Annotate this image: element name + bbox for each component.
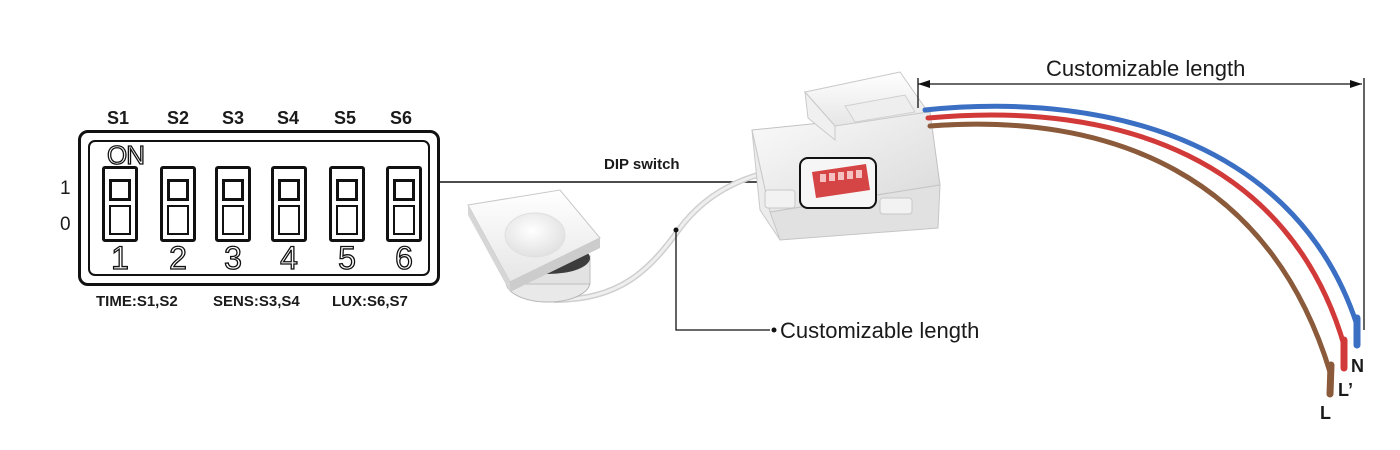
switch-header-s2: S2 [166, 108, 190, 128]
dip-switch-inner-frame [88, 140, 430, 276]
switch-slot [167, 205, 189, 235]
dip-switch-caption: DIP switch [604, 156, 680, 173]
wire-label-n: N [1351, 356, 1364, 376]
legend-time: TIME:S1,S2 [96, 293, 178, 310]
switch-number-2: 2 [168, 239, 187, 276]
wire-length-caption: Customizable length [1046, 56, 1246, 81]
dip-switch-1[interactable] [102, 166, 138, 242]
switch-slot [393, 205, 415, 235]
switch-slot [109, 205, 131, 235]
row-label-off: 0 [60, 214, 71, 235]
cable-length-caption: Customizable length [780, 318, 980, 343]
legend-lux: LUX:S6,S7 [332, 293, 408, 310]
cable-length-leader [675, 228, 770, 331]
switch-number-1: 1 [110, 239, 129, 276]
switch-header-s3: S3 [221, 108, 245, 128]
switch-slot [222, 205, 244, 235]
dip-switch-panel [78, 130, 440, 286]
dip-switch-3[interactable] [215, 166, 251, 242]
switch-knob [336, 179, 358, 201]
dip-switch-4[interactable] [271, 166, 307, 242]
dip-switch-6[interactable] [386, 166, 422, 242]
wire-label-l: L [1320, 403, 1331, 423]
wire-length-dimension [917, 78, 1365, 330]
wire-label-l-prime: L’ [1338, 380, 1354, 400]
switch-knob [222, 179, 244, 201]
dip-switch-5[interactable] [329, 166, 365, 242]
switch-slot [278, 205, 300, 235]
switch-slot [336, 205, 358, 235]
switch-number-5: 5 [337, 239, 356, 276]
switch-number-6: 6 [394, 239, 413, 276]
module-housing [751, 71, 941, 241]
switch-knob [109, 179, 131, 201]
on-label: ON [106, 139, 145, 170]
switch-header-s5: S5 [333, 108, 357, 128]
switch-header-s4: S4 [276, 108, 300, 128]
output-wires [922, 103, 1361, 398]
switch-knob [393, 179, 415, 201]
sensor-head [467, 189, 601, 303]
dip-switch-2[interactable] [160, 166, 196, 242]
switch-header-s1: S1 [106, 108, 130, 128]
switch-number-3: 3 [223, 239, 242, 276]
legend-sens: SENS:S3,S4 [213, 293, 300, 310]
switch-knob [278, 179, 300, 201]
switch-header-s6: S6 [389, 108, 413, 128]
row-label-on: 1 [60, 178, 71, 199]
switch-number-4: 4 [279, 239, 298, 276]
switch-knob [167, 179, 189, 201]
